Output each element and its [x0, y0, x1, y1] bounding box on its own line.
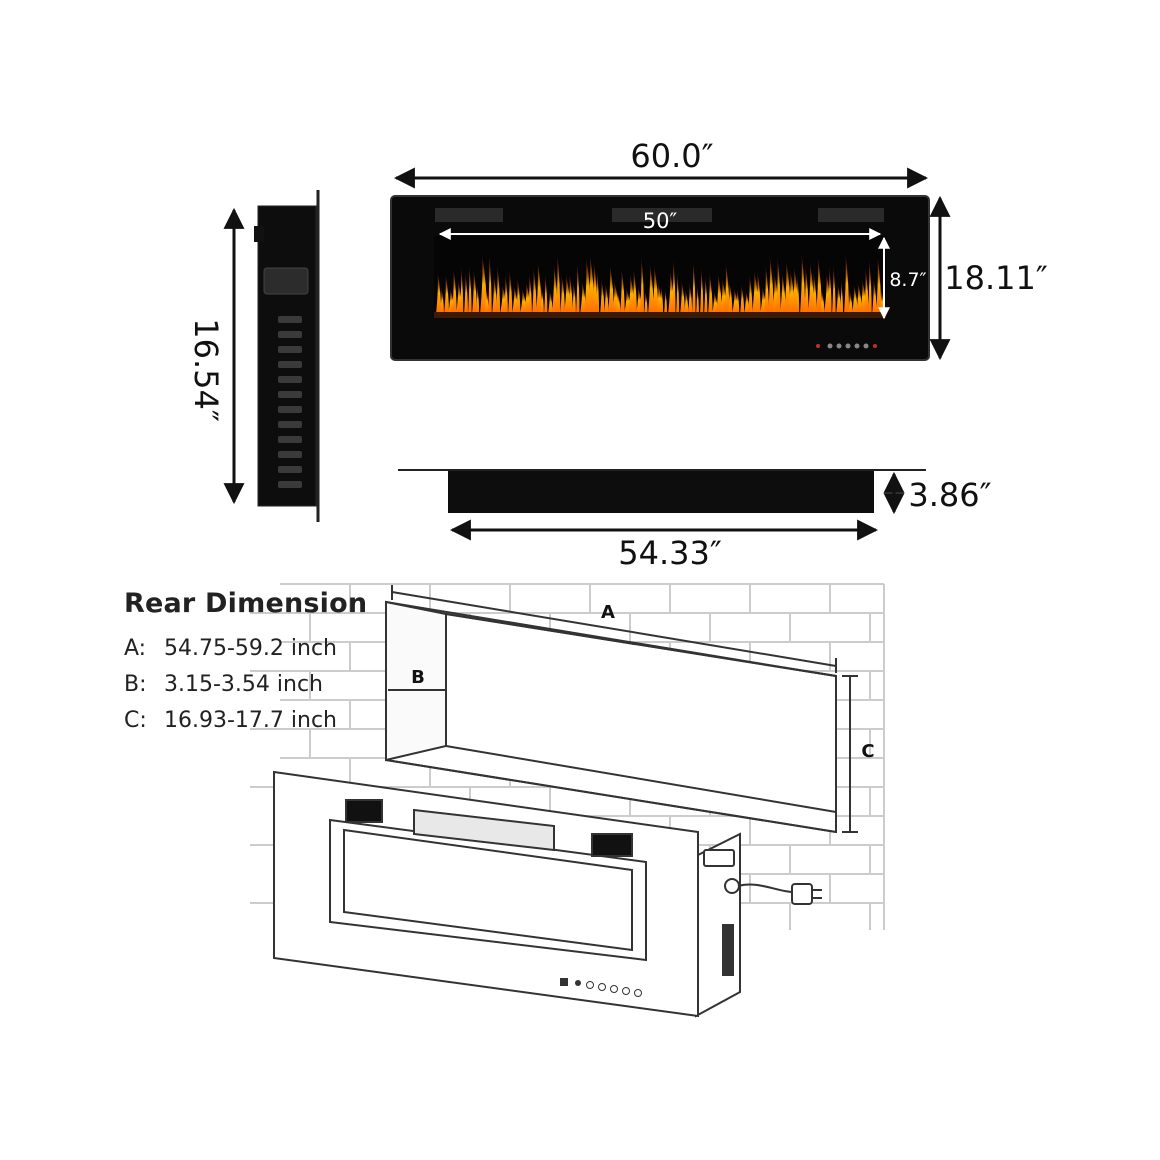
wall-recess [385, 600, 837, 834]
fireplace-line-drawing [273, 770, 822, 1018]
control-panel-icon [816, 343, 877, 349]
side-height-label: 16.54″ [187, 318, 225, 422]
dim-a-label: A [601, 602, 615, 623]
front-view: 50″ 8.7″ [390, 195, 930, 361]
overall-height-label: 18.11″ [944, 259, 1048, 297]
top-view [398, 469, 926, 513]
dim-b-label: B [411, 667, 425, 688]
rear-dimension-title: Rear Dimension [124, 588, 368, 619]
rear-row-a: A:54.75-59.2 inch [124, 636, 337, 661]
dim-c-label: C [861, 741, 874, 762]
side-view [254, 190, 320, 522]
rear-row-b: B:3.15-3.54 inch [124, 672, 323, 697]
viewing-width-label: 50″ [643, 209, 678, 233]
body-width-label: 54.33″ [618, 534, 722, 572]
rear-row-c: C:16.93-17.7 inch [124, 708, 337, 733]
control-panel-drawing [560, 978, 642, 997]
overall-width-label: 60.0″ [630, 137, 713, 175]
flame-height-label: 8.7″ [889, 269, 926, 291]
depth-label: 3.86″ [908, 476, 991, 514]
